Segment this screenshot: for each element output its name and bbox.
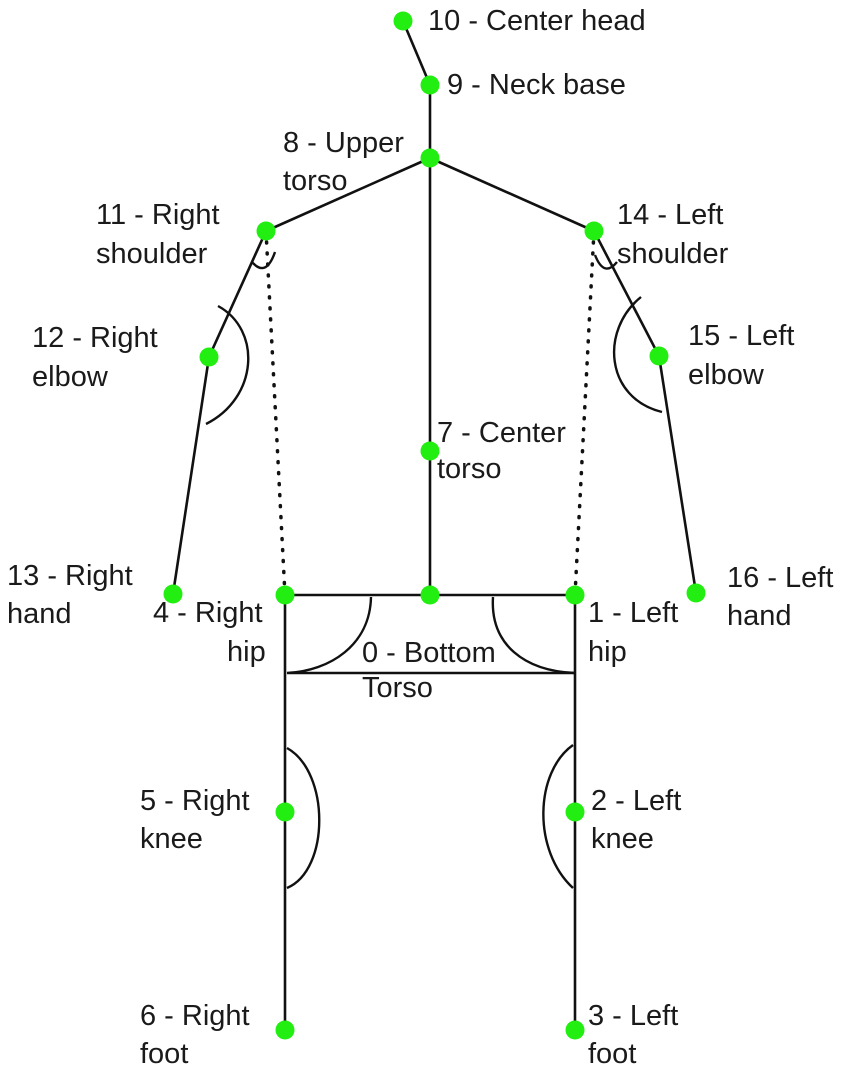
- label-joint-1: 1 - Left hip: [588, 597, 686, 668]
- angle-arcs: [205, 251, 663, 890]
- angle-arc-right-hip: [286, 596, 575, 675]
- joint-dot-7: [420, 441, 440, 461]
- angle-arc-left-shoulder: [593, 254, 618, 270]
- bones: [171, 20, 698, 1030]
- joint-dot-2: [565, 802, 585, 822]
- angle-arc-right-knee: [286, 746, 321, 890]
- label-joint-2: 2 - Left knee: [591, 785, 689, 855]
- label-joint-14: 14 - Left shoulder: [617, 199, 731, 270]
- joint-dot-5: [275, 802, 295, 822]
- bone-15-16: [657, 355, 698, 594]
- joint-dot-12: [199, 347, 219, 367]
- joint-dot-9: [420, 75, 440, 95]
- angle-arc-left-knee: [542, 744, 574, 889]
- joint-dot-3: [565, 1020, 585, 1040]
- joint-dot-14: [584, 221, 604, 241]
- bone-8-11: [265, 156, 431, 233]
- angle-arc-left-elbow: [612, 296, 663, 414]
- label-joint-10: 10 - Center head: [428, 5, 646, 37]
- label-joint-12: 12 - Right elbow: [32, 322, 166, 393]
- angle-arc-left-hip: [491, 596, 576, 675]
- label-joint-9: 9 - Neck base: [447, 69, 626, 101]
- joint-dot-8: [420, 148, 440, 168]
- label-joint-0: 0 - Bottom Torso: [362, 637, 504, 704]
- dotted-line-11-4: [264, 229, 287, 597]
- joint-labels: 0 - Bottom Torso 1 - Left hip 2 - Left k…: [7, 5, 841, 1070]
- joint-dot-15: [649, 346, 669, 366]
- label-joint-7: 7 - Center torso: [437, 417, 574, 485]
- label-joint-16: 16 - Left hand: [727, 562, 841, 632]
- joint-dot-11: [256, 221, 276, 241]
- joints: [163, 11, 706, 1040]
- label-joint-5: 5 - Right knee: [140, 785, 258, 855]
- bone-11-12: [207, 230, 268, 358]
- label-joint-6: 6 - Right foot: [140, 1000, 258, 1070]
- joint-dot-0: [420, 585, 440, 605]
- label-joint-15: 15 - Left elbow: [688, 320, 802, 391]
- joint-dot-1: [565, 585, 585, 605]
- angle-arc-right-shoulder: [251, 251, 277, 270]
- joint-dot-16: [686, 583, 706, 603]
- label-joint-11: 11 - Right shoulder: [96, 199, 228, 270]
- bone-14-15: [592, 230, 661, 357]
- label-joint-8: 8 - Upper torso: [283, 127, 412, 197]
- joint-dot-6: [275, 1020, 295, 1040]
- joint-dot-10: [393, 11, 413, 31]
- label-joint-4: 4 - Right hip: [153, 597, 271, 668]
- label-joint-13: 13 - Right hand: [7, 560, 141, 630]
- bone-8-14: [429, 156, 595, 233]
- joint-dot-13: [163, 584, 183, 604]
- bone-10-9: [401, 20, 432, 86]
- bone-12-13: [171, 356, 211, 595]
- dotted-line-14-1: [573, 229, 596, 597]
- angle-arc-right-elbow: [205, 304, 250, 426]
- label-joint-3: 3 - Left foot: [588, 1000, 686, 1070]
- joint-dot-4: [275, 585, 295, 605]
